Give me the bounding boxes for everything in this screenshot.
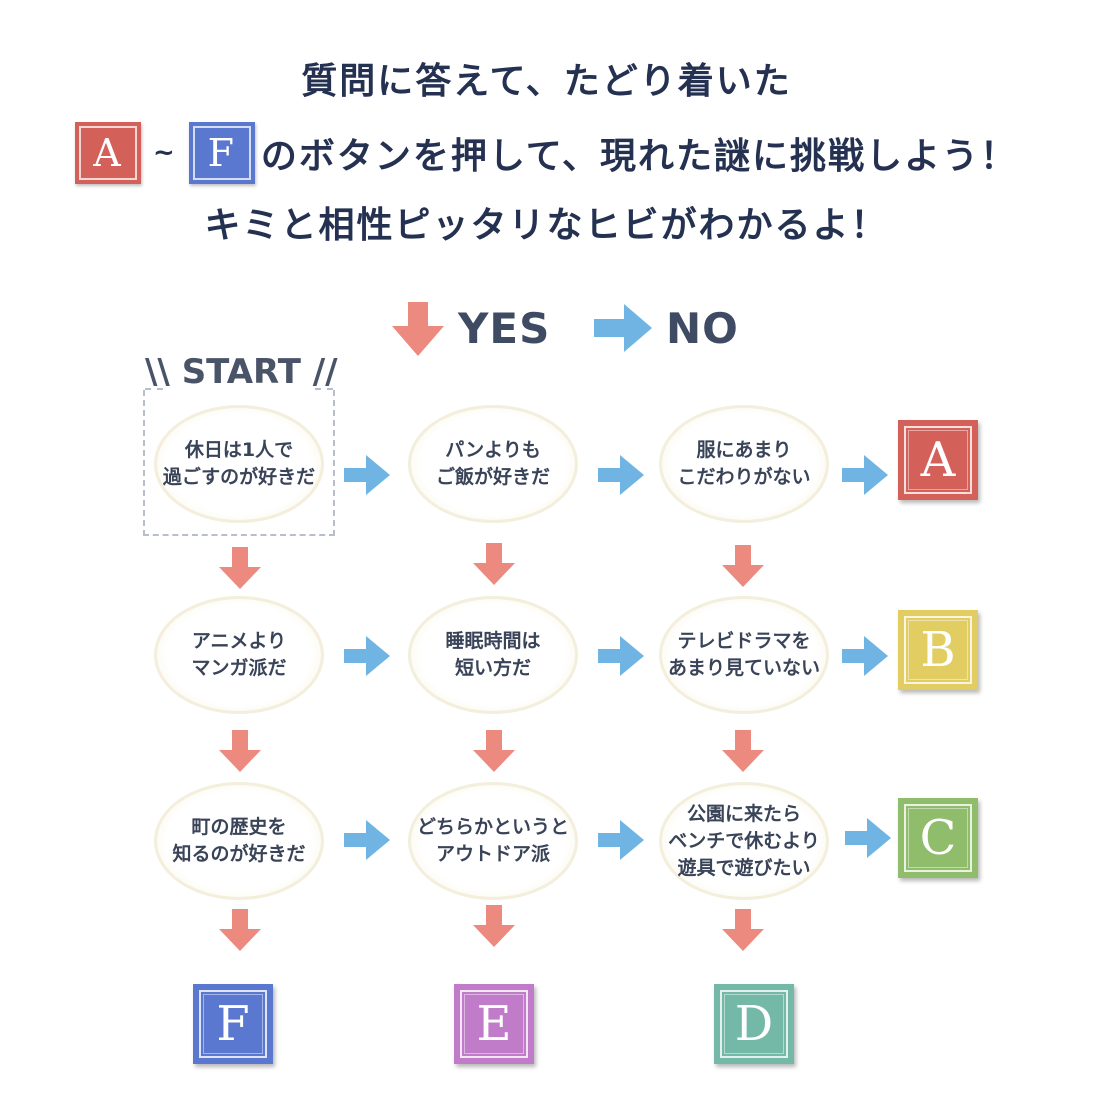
result-letter: D: [734, 996, 774, 1052]
start-text: START: [181, 352, 301, 392]
question-node-9: 公園に来たら ベンチで休むより 遊具で遊びたい: [659, 782, 829, 900]
question-node-2: パンよりも ご飯が好きだ: [408, 405, 578, 523]
result-letter: C: [919, 810, 957, 866]
headline-line-3: キミと相性ピッタリなヒビがわかるよ！: [204, 205, 889, 246]
no-arrow-icon: [842, 636, 888, 676]
no-arrow-icon: [598, 636, 644, 676]
badge-a-inline: A: [75, 122, 142, 184]
tilde: ~: [153, 138, 177, 168]
result-letter: F: [216, 996, 250, 1052]
no-arrow-icon: [344, 455, 390, 495]
headline-line-2: A ~ F のボタンを押して、現れた謎に挑戦しよう！: [0, 122, 1093, 184]
result-button-f[interactable]: F: [193, 984, 273, 1064]
start-label: \\ START //: [145, 352, 338, 392]
yes-arrow-icon: [722, 730, 764, 772]
result-button-b[interactable]: B: [898, 610, 978, 690]
result-letter: A: [920, 432, 956, 488]
legend-no-label: NO: [666, 304, 739, 353]
result-button-c[interactable]: C: [898, 798, 978, 878]
question-node-1: 休日は1人で 過ごすのが好きだ: [154, 405, 324, 523]
question-node-7: 町の歴史を 知るのが好きだ: [154, 782, 324, 900]
headline-line-1: 質問に答えて、たどり着いた: [301, 61, 792, 102]
question-node-5: 睡眠時間は 短い方だ: [408, 596, 578, 714]
yes-arrow-icon: [219, 909, 261, 951]
no-arrow-icon: [344, 820, 390, 860]
yes-arrow-icon: [722, 545, 764, 587]
question-node-4: アニメより マンガ派だ: [154, 596, 324, 714]
question-node-3: 服にあまり こだわりがない: [659, 405, 829, 523]
question-node-8: どちらかというと アウトドア派: [408, 782, 578, 900]
result-letter: B: [920, 622, 956, 678]
legend-yes-arrow-icon: [392, 302, 444, 356]
no-arrow-icon: [598, 455, 644, 495]
no-arrow-icon: [344, 636, 390, 676]
no-arrow-icon: [598, 820, 644, 860]
result-letter: E: [476, 996, 512, 1052]
yes-arrow-icon: [473, 543, 515, 585]
question-node-6: テレビドラマを あまり見ていない: [659, 596, 829, 714]
legend-yes-label: YES: [458, 304, 551, 353]
result-button-e[interactable]: E: [454, 984, 534, 1064]
yes-arrow-icon: [219, 547, 261, 589]
headline-line-2-text: のボタンを押して、現れた謎に挑戦しよう！: [260, 136, 1018, 177]
result-button-d[interactable]: D: [714, 984, 794, 1064]
yes-arrow-icon: [473, 905, 515, 947]
yes-arrow-icon: [473, 730, 515, 772]
start-frame: [143, 388, 335, 536]
badge-f-inline: F: [188, 122, 255, 184]
yes-arrow-icon: [219, 730, 261, 772]
yes-arrow-icon: [722, 909, 764, 951]
legend-no-arrow-icon: [594, 304, 652, 352]
no-arrow-icon: [845, 818, 891, 858]
no-arrow-icon: [842, 455, 888, 495]
result-button-a[interactable]: A: [898, 420, 978, 500]
